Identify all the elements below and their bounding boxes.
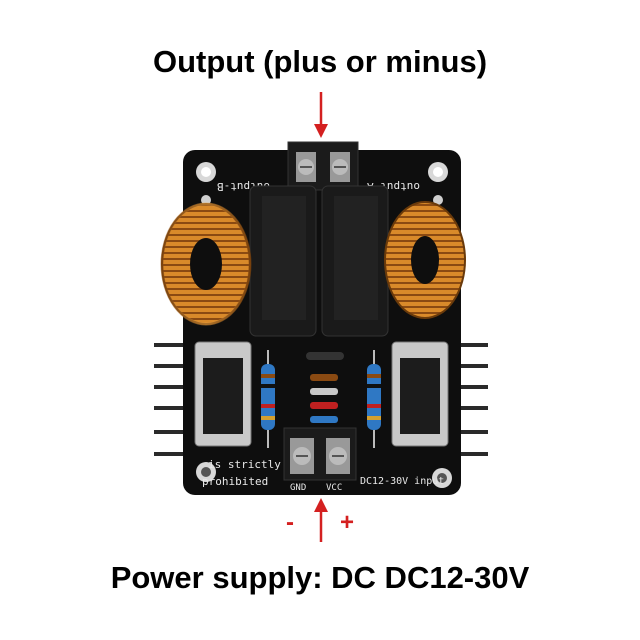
plus-sign: + [340, 509, 354, 536]
input-terminal-block [283, 427, 357, 481]
minus-sign: - [286, 509, 294, 536]
power-supply-caption: Power supply: DC DC12-30V [110, 560, 530, 595]
notice-line-2: prohibited [202, 475, 268, 488]
notice-line-1: is strictly [208, 458, 281, 471]
output-arrow [314, 92, 328, 138]
right-pins [456, 343, 488, 456]
capacitor-right [321, 185, 389, 337]
capacitor-left [249, 185, 317, 337]
resistor-right [367, 350, 381, 448]
mosfet-left [194, 341, 252, 447]
mounting-holes [196, 162, 452, 488]
input-arrow [314, 498, 328, 542]
output-terminal-block [287, 141, 359, 191]
left-pins [154, 343, 186, 456]
diodes [306, 352, 344, 423]
toroid-coil-right [384, 201, 466, 319]
gnd-label: GND [290, 483, 306, 493]
mosfet-right [391, 341, 449, 447]
output-caption: Output (plus or minus) [152, 44, 488, 79]
resistor-left [261, 350, 275, 448]
input-voltage-label: DC12-30V input [360, 476, 444, 487]
vcc-label: VCC [326, 483, 342, 493]
toroid-coil-left [160, 202, 252, 326]
